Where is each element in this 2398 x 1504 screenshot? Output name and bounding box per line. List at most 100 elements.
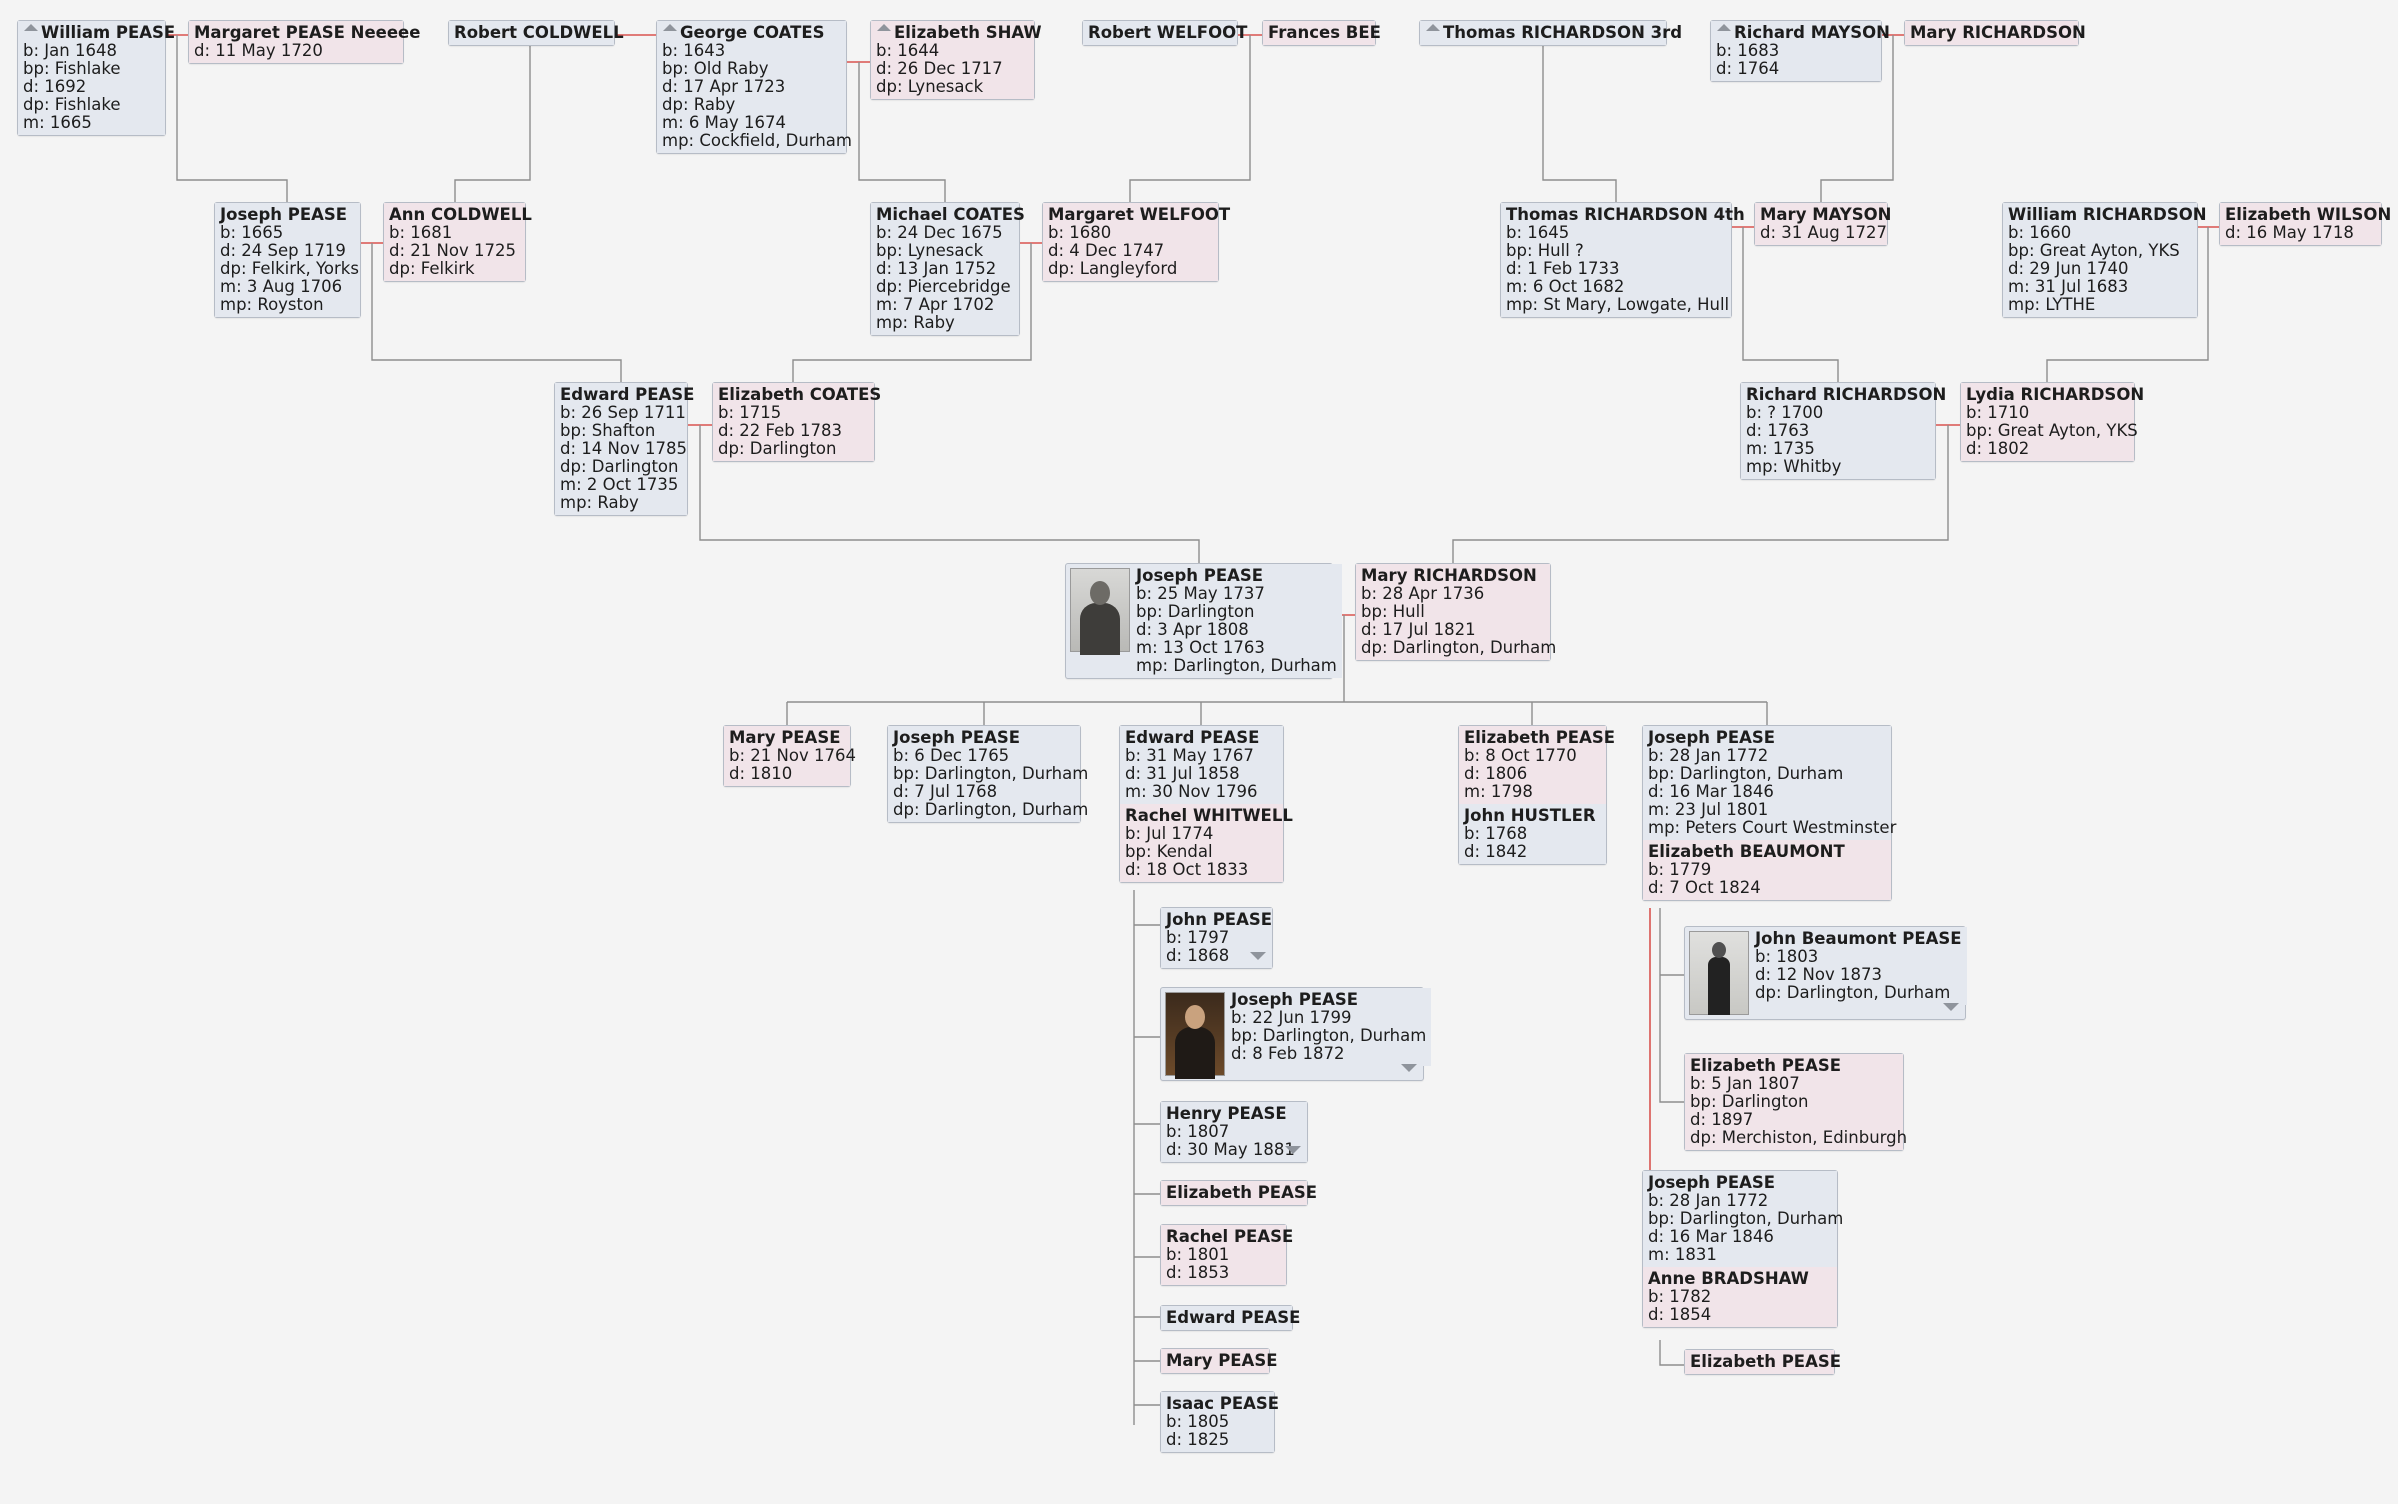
- person-card-edward-pease-c[interactable]: Edward PEASE: [1160, 1305, 1300, 1331]
- person-card-frances-bee[interactable]: Frances BEE: [1262, 20, 1381, 46]
- person-detail: b: 1803: [1755, 947, 1819, 966]
- parent-child-connector: [176, 35, 288, 202]
- person-card-mary-pease-c[interactable]: Mary PEASE: [1160, 1348, 1277, 1374]
- parent-child-connector: [699, 425, 1200, 563]
- person-name: Frances BEE: [1268, 23, 1381, 42]
- person-detail: d: 16 May 1718: [2225, 223, 2354, 242]
- person-detail: d: 31 Aug 1727: [1760, 223, 1887, 242]
- person-detail: d: 1692: [23, 77, 87, 96]
- expand-ancestors-icon[interactable]: [663, 24, 677, 31]
- person-detail: dp: Darlington, Durham: [893, 800, 1089, 819]
- person-name: Michael COATES: [876, 205, 1025, 224]
- person-card-robert-welfoot[interactable]: Robert WELFOOT: [1082, 20, 1247, 46]
- person-detail: m: 1665: [23, 113, 92, 132]
- person-detail: m: 1831: [1648, 1245, 1717, 1264]
- person-detail: d: 1763: [1746, 421, 1810, 440]
- expand-descendants-icon[interactable]: [1401, 1064, 1417, 1072]
- expand-descendants-icon[interactable]: [1250, 952, 1266, 960]
- parent-child-connector: [1742, 227, 1839, 382]
- expand-descendants-icon[interactable]: [1943, 1003, 1959, 1011]
- person-name: Joseph PEASE: [1648, 1173, 1776, 1192]
- person-detail: dp: Langleyford: [1048, 259, 1178, 278]
- person-card-mary-richardson-gp[interactable]: Mary RICHARDSON: [1904, 20, 2086, 46]
- expand-descendants-icon[interactable]: [1285, 1146, 1301, 1154]
- expand-ancestors-icon[interactable]: [24, 24, 38, 31]
- person-name: Edward PEASE: [560, 385, 695, 404]
- person-detail: d: 8 Feb 1872: [1231, 1044, 1345, 1063]
- person-name: Richard MAYSON: [1734, 23, 1890, 42]
- person-name: Ann COLDWELL: [389, 205, 532, 224]
- person-name: Joseph PEASE: [220, 205, 348, 224]
- person-card-elizabeth-pease-c2[interactable]: Elizabeth PEASE: [1684, 1349, 1841, 1375]
- person-detail: b: 1801: [1166, 1245, 1230, 1264]
- person-name: George COATES: [680, 23, 825, 42]
- expand-ancestors-icon[interactable]: [1717, 24, 1731, 31]
- person-name: Henry PEASE: [1166, 1104, 1287, 1123]
- person-detail: m: 1798: [1464, 782, 1533, 801]
- person-detail: d: 7 Oct 1824: [1648, 878, 1761, 897]
- person-detail: mp: Peters Court Westminster: [1648, 818, 1897, 837]
- person-card-thomas-richardson-3rd[interactable]: Thomas RICHARDSON 3rd: [1419, 20, 1682, 46]
- person-detail: b: ? 1700: [1746, 403, 1824, 422]
- person-detail: dp: Darlington, Durham: [1755, 983, 1951, 1002]
- person-card-elizabeth-pease-c1[interactable]: Elizabeth PEASE: [1160, 1180, 1317, 1206]
- expand-ancestors-icon[interactable]: [877, 24, 891, 31]
- person-detail: bp: Great Ayton, YKS: [1966, 421, 2138, 440]
- person-name: Robert COLDWELL: [454, 23, 624, 42]
- expand-ancestors-icon[interactable]: [1426, 24, 1440, 31]
- person-detail: m: 13 Oct 1763: [1136, 638, 1265, 657]
- person-detail: d: 7 Jul 1768: [893, 782, 998, 801]
- person-detail: bp: Hull: [1361, 602, 1425, 621]
- portrait-photo: [1165, 992, 1225, 1079]
- person-card-robert-coldwell[interactable]: Robert COLDWELL: [448, 20, 624, 46]
- person-name: Rachel PEASE: [1166, 1227, 1294, 1246]
- person-detail: d: 3 Apr 1808: [1136, 620, 1249, 639]
- person-name: Joseph PEASE: [1231, 990, 1359, 1009]
- person-detail: bp: Great Ayton, YKS: [2008, 241, 2180, 260]
